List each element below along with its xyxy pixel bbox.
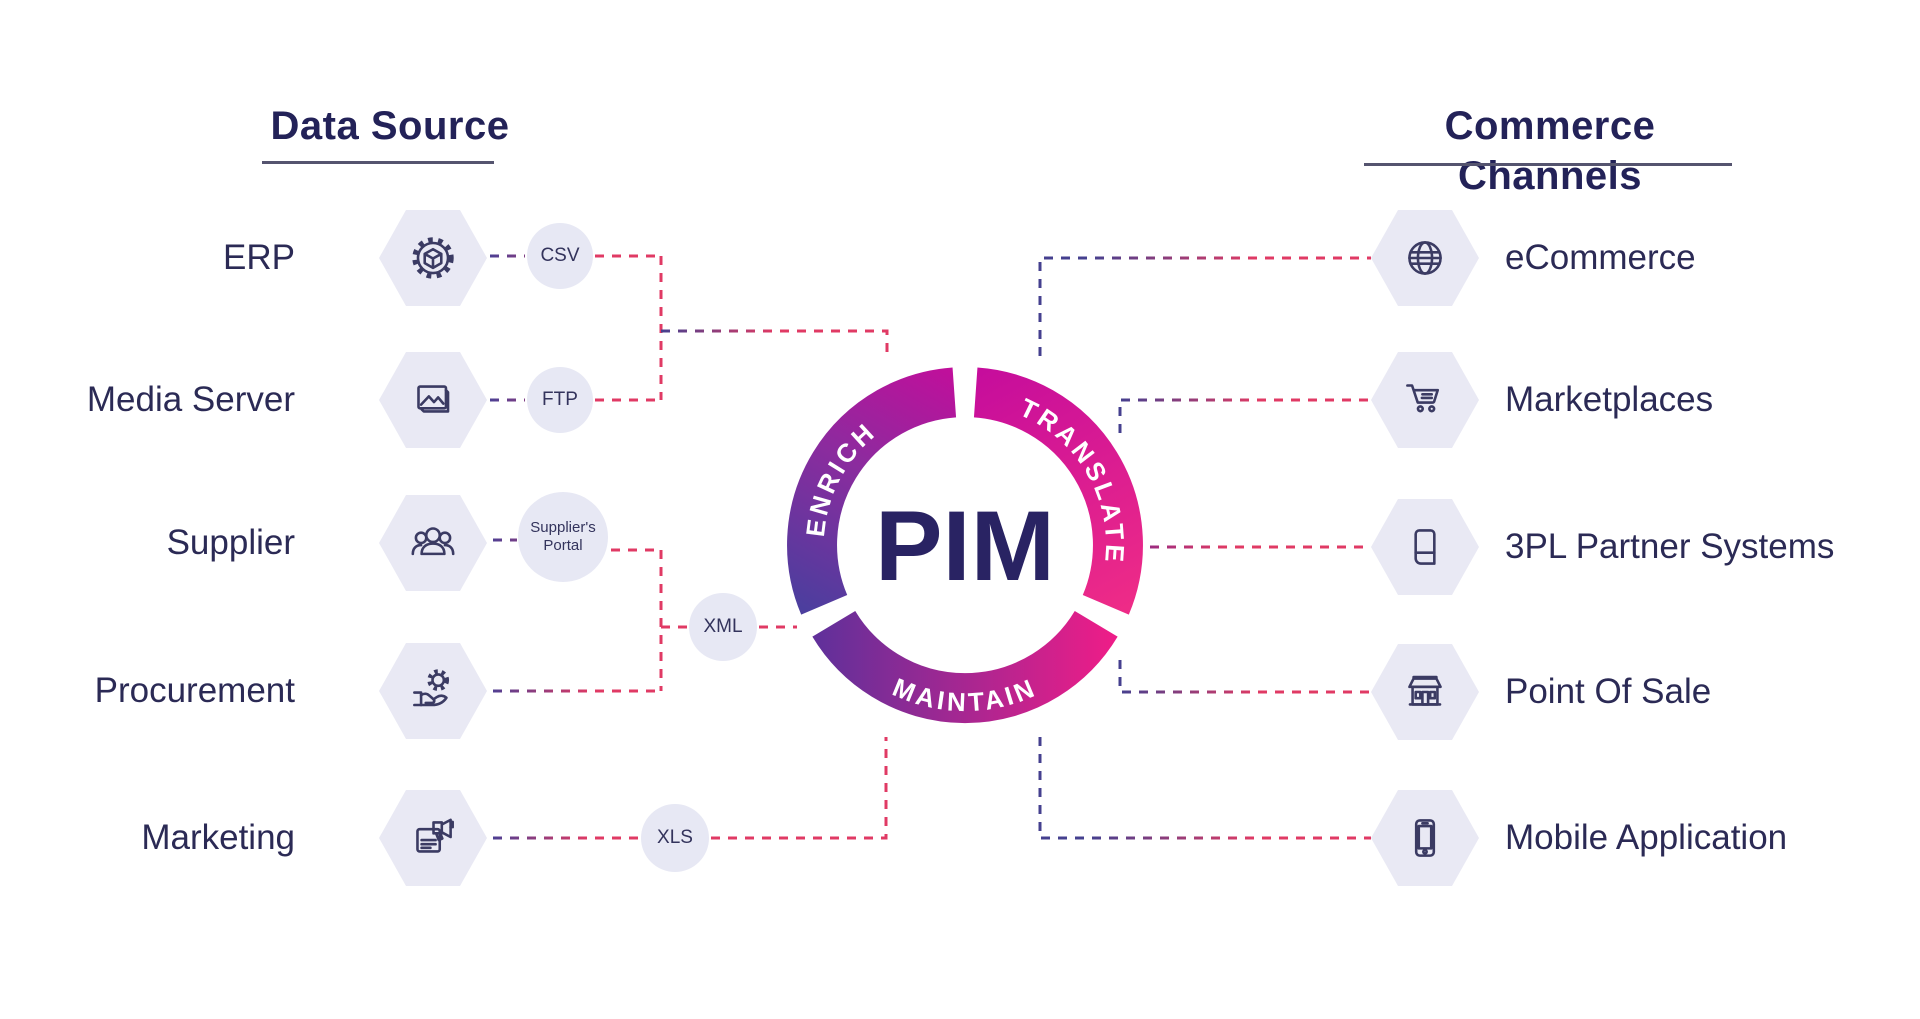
csv-bubble: CSV [527, 223, 593, 289]
pos-hexagon [1371, 644, 1479, 740]
line-ring-to-ecommerce [1038, 256, 1371, 356]
line-ring-to-marketplaces [1118, 398, 1371, 433]
data-source-title: Data Source [270, 104, 510, 148]
people-group-icon [411, 527, 455, 556]
channel-label-marketplaces: Marketplaces [1505, 380, 1714, 419]
pim-title: PIM [875, 490, 1055, 601]
commerce-channels-title: Commerce Channels [1444, 104, 1656, 198]
line-ring-to-pos [1118, 660, 1371, 694]
storefront-icon [1408, 675, 1442, 706]
xml-label: XML [703, 616, 743, 637]
gear-cube-icon [412, 237, 454, 279]
segment-enrich [787, 367, 957, 615]
channel-label-3pl: 3PL Partner Systems [1505, 527, 1835, 566]
mobile-hexagon [1371, 790, 1479, 886]
line-ring-to-mobile [1038, 737, 1371, 840]
marketplaces-hexagon [1371, 352, 1479, 448]
channel-label-ecommerce: eCommerce [1505, 238, 1696, 277]
image-icon [417, 385, 450, 413]
megaphone-document-icon [416, 818, 454, 853]
marketing-hexagon [379, 790, 487, 886]
suppliers-portal-label: Supplier's Portal [530, 519, 596, 554]
connector-lines [490, 254, 1371, 840]
commerce-channels-underline [1364, 163, 1732, 166]
segment-maintain [812, 610, 1118, 724]
segment-translate [973, 367, 1143, 615]
xls-bubble: XLS [641, 804, 709, 872]
procurement-hexagon [379, 643, 487, 739]
smartphone-icon [1414, 819, 1436, 857]
source-label-supplier: Supplier [166, 523, 295, 562]
shopping-cart-icon [1406, 384, 1440, 413]
globe-icon [1408, 241, 1442, 275]
ftp-label: FTP [542, 389, 578, 410]
pim-ring [787, 367, 1143, 724]
threepl-hexagon [1371, 499, 1479, 595]
supplier-hexagon [379, 495, 487, 591]
media-server-hexagon [379, 352, 487, 448]
channel-label-pos: Point Of Sale [1505, 672, 1712, 711]
source-label-media-server: Media Server [86, 380, 295, 419]
line-xls-to-maintain [711, 737, 888, 840]
book-icon [1414, 529, 1436, 565]
xml-bubble: XML [689, 593, 757, 661]
xls-label: XLS [657, 827, 693, 848]
data-source-underline [262, 161, 494, 164]
ftp-bubble: FTP [527, 367, 593, 433]
channel-label-mobile: Mobile Application [1505, 818, 1788, 857]
csv-label: CSV [540, 245, 580, 266]
ecommerce-hexagon [1371, 210, 1479, 306]
source-label-erp: ERP [223, 238, 295, 277]
source-label-marketing: Marketing [141, 818, 295, 857]
line-junction-to-enrich [661, 329, 889, 358]
hand-gear-icon [413, 669, 450, 707]
erp-hexagon [379, 210, 487, 306]
source-label-procurement: Procurement [94, 671, 295, 710]
suppliers-portal-bubble: Supplier's Portal [518, 492, 608, 582]
